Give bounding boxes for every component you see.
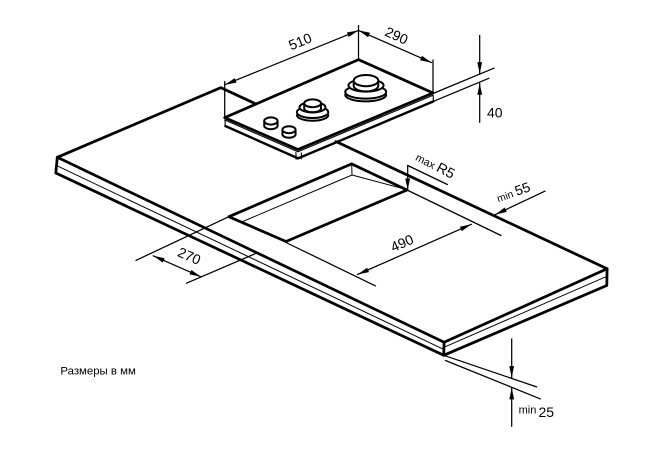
svg-text:Размеры в мм: Размеры в мм <box>60 366 136 378</box>
svg-text:min: min <box>519 405 537 417</box>
svg-text:25: 25 <box>539 404 555 420</box>
svg-text:40: 40 <box>487 105 503 121</box>
